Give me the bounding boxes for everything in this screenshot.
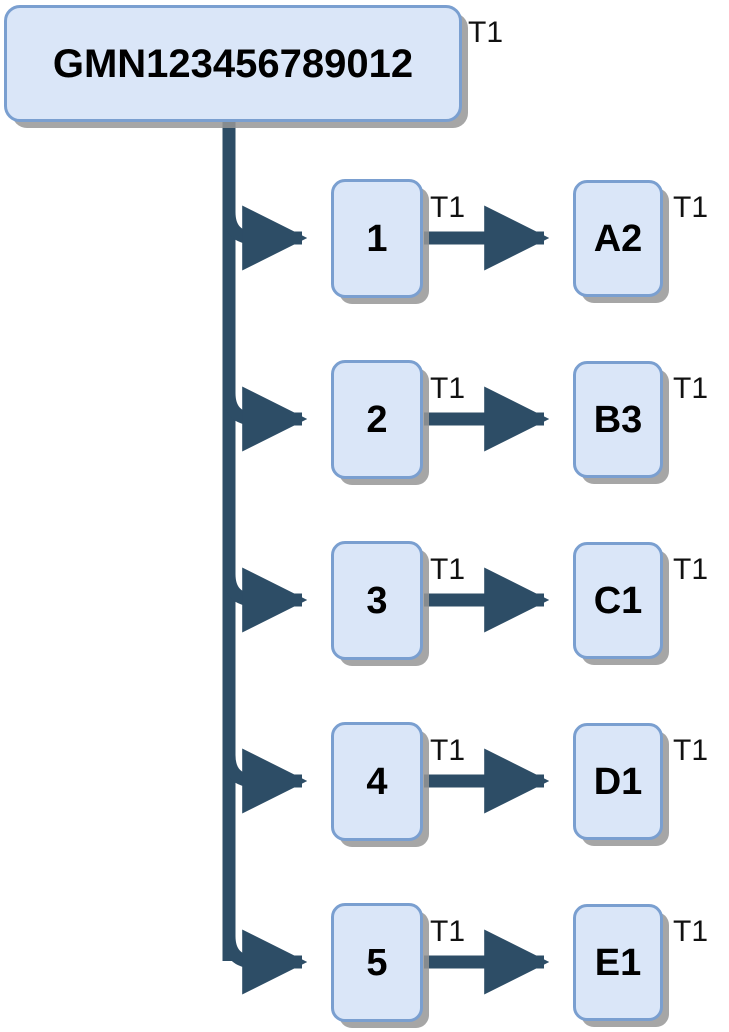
- node-leaf-2-tag: T1: [673, 372, 709, 405]
- node-mid-1-label: 1: [366, 217, 388, 260]
- node-mid-3-label: 3: [366, 579, 388, 622]
- branch-edge-1: [222, 205, 308, 271]
- node-leaf-3[interactable]: C1: [573, 542, 663, 659]
- node-mid-4[interactable]: 4: [331, 722, 423, 841]
- node-leaf-4-tag: T1: [673, 734, 709, 767]
- branch-edge-5: [222, 929, 308, 995]
- node-leaf-3-label: C1: [593, 579, 643, 622]
- branch-edge-2: [222, 386, 308, 452]
- node-mid-2-tag: T1: [430, 372, 466, 405]
- branch-edge-3: [222, 567, 308, 633]
- node-leaf-4-label: D1: [593, 760, 643, 803]
- branch-edge-4: [222, 748, 308, 814]
- node-mid-4-tag: T1: [430, 734, 466, 767]
- node-leaf-1-tag: T1: [673, 191, 709, 224]
- node-leaf-5-tag: T1: [673, 915, 709, 948]
- node-root-tag: T1: [468, 16, 504, 49]
- node-mid-3[interactable]: 3: [331, 541, 423, 660]
- node-leaf-1-label: A2: [593, 217, 643, 260]
- node-leaf-2-label: B3: [593, 398, 643, 441]
- node-mid-4-label: 4: [366, 760, 388, 803]
- node-leaf-5-label: E1: [594, 941, 642, 984]
- node-leaf-2[interactable]: B3: [573, 361, 663, 478]
- node-mid-1-tag: T1: [430, 191, 466, 224]
- node-mid-2[interactable]: 2: [331, 360, 423, 479]
- node-mid-5[interactable]: 5: [331, 903, 423, 1022]
- node-leaf-4[interactable]: D1: [573, 723, 663, 840]
- node-mid-2-label: 2: [366, 398, 388, 441]
- node-root-label: GMN123456789012: [52, 41, 414, 86]
- node-mid-5-tag: T1: [430, 915, 466, 948]
- node-leaf-5[interactable]: E1: [573, 904, 663, 1021]
- node-root[interactable]: GMN123456789012: [4, 5, 462, 122]
- node-mid-5-label: 5: [366, 941, 388, 984]
- node-mid-1[interactable]: 1: [331, 179, 423, 298]
- node-leaf-1[interactable]: A2: [573, 180, 663, 297]
- node-mid-3-tag: T1: [430, 553, 466, 586]
- node-leaf-3-tag: T1: [673, 553, 709, 586]
